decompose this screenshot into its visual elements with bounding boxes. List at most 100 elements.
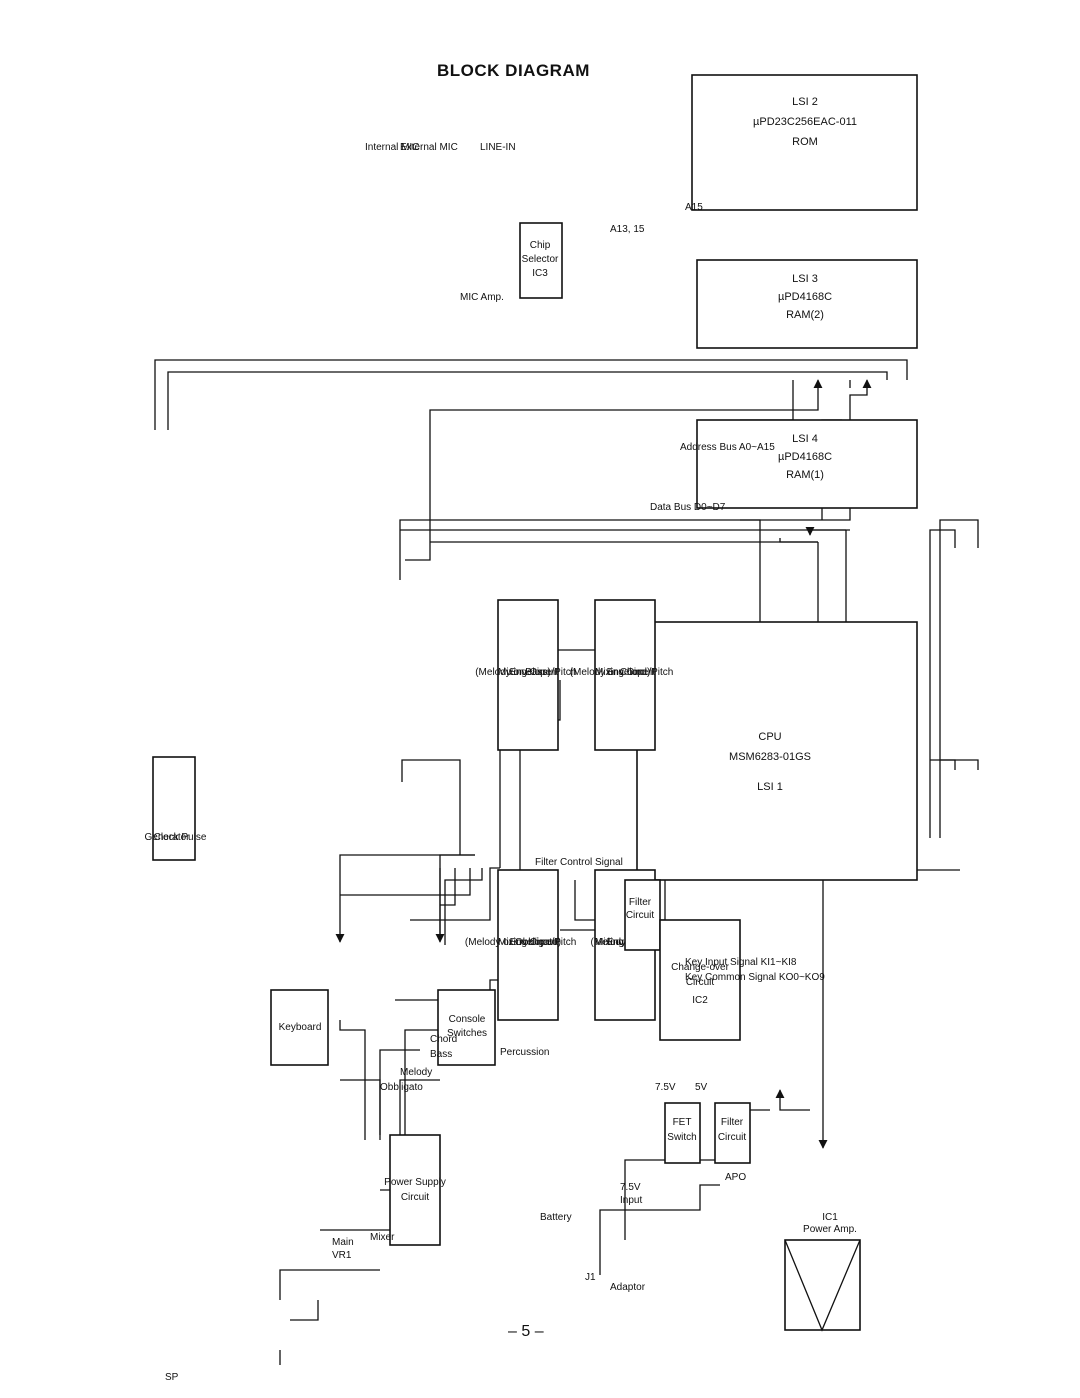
rom-line-1: LSI 2 [792, 96, 818, 108]
ram2-line-1: LSI 3 [792, 273, 818, 285]
chip-selector-block: Chip Selector IC3 [519, 222, 563, 299]
rom-block: LSI 2 µPD23C256EAC-011 ROM [691, 74, 918, 211]
wire-ef [340, 868, 471, 896]
keyboard-label: Keyboard [279, 1022, 322, 1033]
wire-rfsh-ram1 [940, 759, 979, 770]
env1-line-1: Envelope/Pitch [607, 667, 674, 678]
filter1-line-1: Filter [629, 897, 652, 908]
wire-env2-co [339, 1020, 366, 1140]
label-bass: Bass [430, 1049, 452, 1060]
wire-apo [818, 869, 960, 1149]
ram1-block: LSI 4 µPD4168C RAM(1) [696, 419, 918, 509]
labels: A15 A13, 15 Address Bus A0~A15 Data Bus … [165, 142, 825, 1383]
label-j1: J1 [585, 1272, 596, 1283]
chip-selector-line-3: IC3 [532, 268, 548, 279]
wire-rom-oe [167, 371, 888, 430]
wire-eg [440, 868, 456, 906]
wire-sc [410, 867, 500, 921]
page-title: BLOCK DIAGRAM [437, 61, 590, 80]
env1-line-2: Mixing Circuit [595, 667, 655, 678]
wire-ram2-data [779, 538, 818, 543]
label-percussion: Percussion [500, 1047, 549, 1058]
wire-env2 [335, 854, 475, 943]
console-line-2: Switches [447, 1028, 487, 1039]
changeover-block: Change-over Circuit IC2 [659, 919, 741, 1041]
ram1-line-1: LSI 4 [792, 433, 818, 445]
env4-line-3: (Melody or Obbligato) [465, 937, 561, 948]
label-a15: A15 [685, 202, 703, 213]
clock-line-1: Clock Pulse [154, 832, 207, 843]
ram2-line-3: RAM(2) [786, 309, 824, 321]
data-bus [405, 379, 823, 561]
label-7-5v-input-2: Input [620, 1195, 642, 1206]
wire-env-stub [401, 759, 461, 855]
label-mixer: Mixer [370, 1232, 395, 1243]
label-ext-mic: External MIC [400, 142, 458, 153]
console-line-1: Console [449, 1014, 486, 1025]
filter2-line-1: Filter [721, 1117, 744, 1128]
wire-vr1 [290, 1300, 319, 1321]
env4-line-2: Mixing Circuit [498, 937, 558, 948]
chip-selector-line-1: Chip [530, 240, 551, 251]
wire-env3-co [399, 1079, 440, 1140]
console-block: Console Switches [437, 989, 496, 1066]
filter2-block: Filter Circuit [714, 1102, 751, 1164]
power-amp-block: IC1 Power Amp. [784, 1212, 861, 1332]
label-main: Main [332, 1237, 354, 1248]
env1-line-3: (Melody or Chord) [570, 667, 651, 678]
changeover-line-1: Change-over [671, 962, 729, 973]
page-number: – 5 – [508, 1323, 544, 1340]
wire-battery [599, 1184, 720, 1275]
ram2-block: LSI 3 µPD4168C RAM(2) [696, 259, 918, 349]
label-line-in: LINE-IN [480, 142, 516, 153]
label-int-mic: Internal MIC [365, 142, 419, 153]
label-data-bus: Data Bus D0~D7 [650, 502, 726, 513]
rom-line-3: ROM [792, 136, 818, 148]
clock-block: Clock Pulse Generator [144, 756, 207, 861]
label-key-common: Key Common Signal KO0~KO9 [685, 972, 825, 983]
label-adaptor: Adaptor [610, 1282, 646, 1293]
cpu-line-3: LSI 1 [757, 781, 783, 793]
label-obbligato: Obbligato [380, 1082, 423, 1093]
wire-ram2-addr [805, 526, 846, 536]
env4-line-1: Envelope/Pitch [510, 937, 577, 948]
ram1-line-3: RAM(1) [786, 469, 824, 481]
wire-ee [444, 868, 483, 945]
label-battery: Battery [540, 1212, 572, 1223]
fet-line-1: FET [673, 1117, 692, 1128]
clock-line-2: Generator [144, 832, 190, 843]
filter1-block: Filter Circuit [624, 879, 661, 951]
env4-block: Envelope/Pitch Mixing Circuit (Melody or… [465, 869, 577, 1021]
chip-selector-line-2: Selector [522, 254, 559, 265]
wire-rom-ce [154, 359, 908, 430]
psu-line-1: Power Supply [384, 1177, 446, 1188]
wire-rfsh [939, 519, 979, 838]
fet-block: FET Switch [664, 1102, 701, 1164]
psu-line-2: Circuit [401, 1192, 430, 1203]
label-sp: SP [165, 1372, 179, 1383]
env2-block: Envelope/Pitch Mixing Circuit (Melody or… [475, 599, 577, 751]
label-vr1: VR1 [332, 1250, 352, 1261]
wire-mixer-out [279, 1269, 380, 1300]
ram2-line-2: µPD4168C [778, 291, 832, 303]
changeover-line-3: IC2 [692, 995, 708, 1006]
label-address-bus: Address Bus A0~A15 [680, 442, 775, 453]
label-melody: Melody [400, 1067, 432, 1078]
wire-filter-co [379, 1049, 420, 1135]
power-amp-line-1: IC1 [822, 1212, 838, 1223]
label-filter-control: Filter Control Signal [535, 857, 623, 868]
cpu-line-2: MSM6283-01GS [729, 751, 811, 763]
cpu-block: CPU MSM6283-01GS LSI 1 [636, 621, 918, 881]
filter1-line-2: Circuit [626, 910, 655, 921]
psu-block: Power Supply Circuit [384, 1134, 446, 1246]
env3-line-3: (Melody) [591, 937, 630, 948]
env2-line-3: (Melody or Bass) [475, 667, 551, 678]
cpu-line-1: CPU [758, 731, 781, 743]
label-5v: 5V [695, 1082, 708, 1093]
env2-line-1: Envelope/Pitch [510, 667, 577, 678]
label-mic-amp: MIC Amp. [460, 292, 504, 303]
wire-cs-ram2 [740, 380, 794, 421]
rom-line-2: µPD23C256EAC-011 [753, 116, 857, 128]
